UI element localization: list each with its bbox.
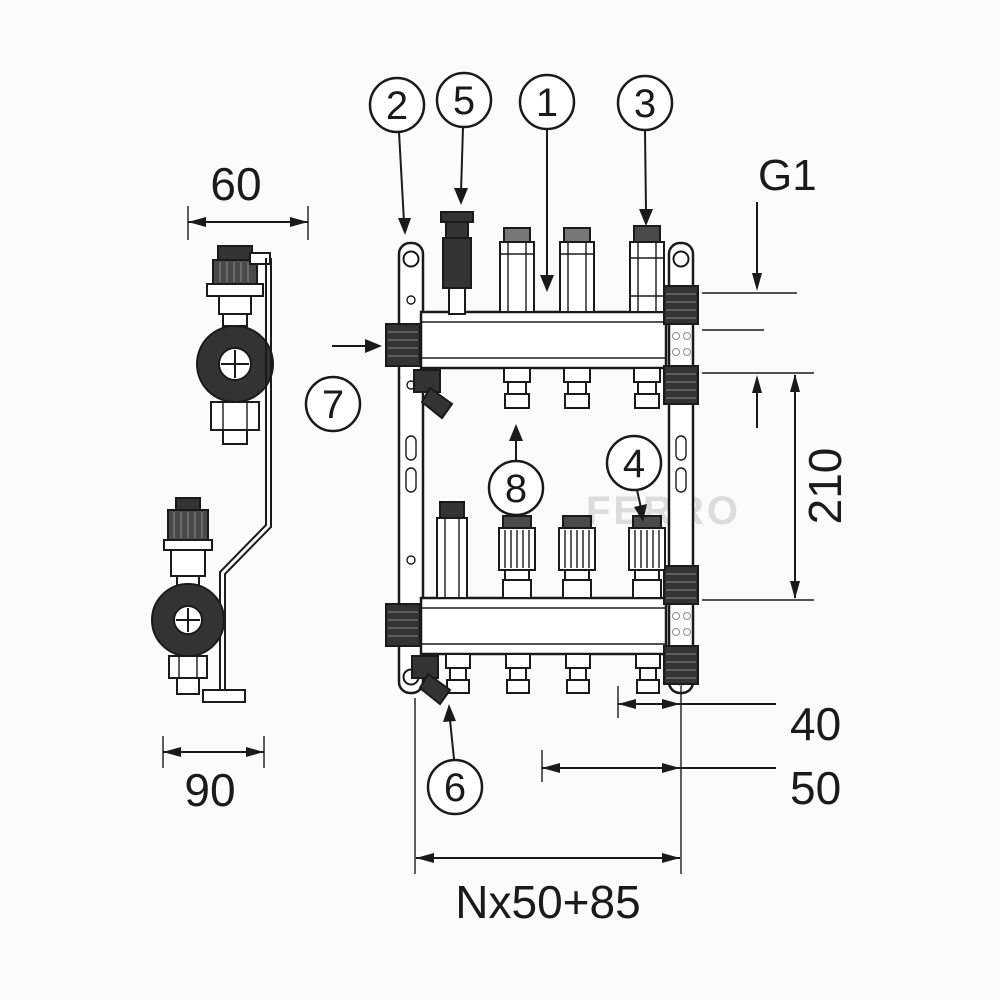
callout-6-label: 6 (444, 766, 466, 810)
callout-5: 5 (435, 71, 493, 205)
thermo-valve-1 (498, 515, 536, 599)
rail-slot (405, 435, 417, 461)
callout-1-label: 1 (536, 81, 558, 125)
dim-label-60: 60 (210, 158, 261, 210)
callout-8: 8 (487, 424, 545, 517)
dim-side-depth: 60 (187, 158, 309, 240)
dim-total-length: Nx50+85 (414, 698, 680, 928)
rail-slot (405, 467, 417, 493)
right-end-unions (663, 285, 699, 685)
dim-label-40: 40 (790, 698, 841, 750)
callout-3: 3 (616, 74, 674, 226)
dim-side-width: 90 (162, 736, 265, 816)
dim-thread-g1: G1 (702, 151, 817, 428)
callout-8-label: 8 (505, 467, 527, 511)
dim-label-90: 90 (184, 764, 235, 816)
thermo-valve-3 (628, 515, 666, 599)
dim-height-210: 210 (702, 372, 851, 601)
air-vent-bottom (436, 501, 468, 599)
valve-3 (629, 225, 665, 313)
dim-label-50: 50 (790, 762, 841, 814)
flowmeter-1 (499, 227, 535, 313)
callout-5-label: 5 (453, 79, 475, 123)
dim-spacing-40: 40 (617, 686, 841, 874)
rail-slot (675, 435, 687, 461)
dim-spacing-50: 50 (541, 750, 841, 814)
inlet-union-bottom (385, 603, 421, 647)
callout-6: 6 (426, 704, 484, 816)
drain-valve-bottom (411, 655, 452, 706)
dimension-annotations: 60 90 G1 210 (162, 151, 851, 928)
side-view-top-valve (196, 245, 274, 445)
bottom-bar-outlets (445, 653, 661, 694)
callout-4: 4 (605, 434, 663, 522)
brand-watermark: FERRO (586, 489, 741, 533)
top-bar-connectors (503, 367, 661, 409)
callout-2-label: 2 (386, 84, 408, 128)
thermo-valve-2 (558, 515, 596, 599)
callout-2: 2 (368, 76, 426, 235)
flowmeter-2 (559, 227, 595, 313)
callouts: 2 5 1 3 7 (304, 71, 674, 816)
drain-valve-top (413, 369, 454, 420)
side-view-bottom-valve (151, 497, 225, 695)
dim-label-210: 210 (799, 448, 851, 525)
callout-7: 7 (304, 339, 382, 433)
side-view (151, 245, 274, 703)
bottom-manifold-bar (419, 596, 668, 656)
rail-hole (402, 250, 420, 268)
top-manifold-bar (419, 310, 668, 370)
callout-4-label: 4 (623, 442, 645, 486)
dim-label-g1: G1 (758, 151, 817, 200)
front-view (385, 211, 699, 706)
air-vent-top (440, 211, 474, 315)
inlet-union-top (385, 323, 421, 367)
callout-1: 1 (518, 73, 576, 292)
rail-slot (675, 467, 687, 493)
rail-hole (672, 250, 690, 268)
dim-label-total: Nx50+85 (455, 876, 640, 928)
callout-7-label: 7 (322, 383, 344, 427)
callout-3-label: 3 (634, 82, 656, 126)
